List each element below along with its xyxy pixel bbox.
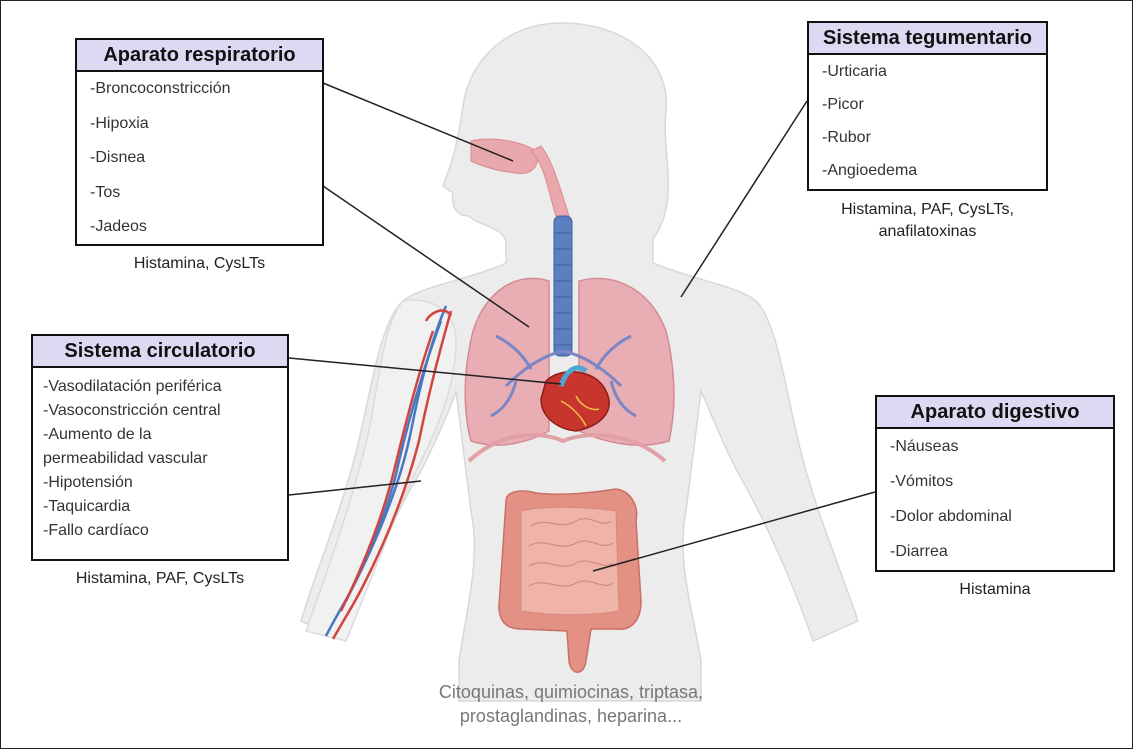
symptom-list: -Náuseas -Vómitos -Dolor abdominal -Diar… [877,429,1113,573]
box-title: Aparato respiratorio [77,40,322,72]
list-item: -Picor [822,96,1036,129]
list-item: -Disnea [90,149,312,184]
mediators-line-2: anafilatoxinas [807,221,1048,243]
list-item: -Tos [90,184,312,219]
list-item: -Jadeos [90,218,312,244]
symptom-list: -Broncoconstricción -Hipoxia -Disnea -To… [77,72,322,248]
list-item: -Fallo cardíaco [43,522,277,546]
list-item: -Broncoconstricción [90,80,312,115]
box-aparato-digestivo: Aparato digestivo -Náuseas -Vómitos -Dol… [875,395,1115,572]
other-mediators-caption: Citoquinas, quimiocinas, triptasa, prost… [381,680,761,728]
list-item: -Angioedema [822,162,1036,188]
box-title: Sistema tegumentario [809,23,1046,55]
mediators-circulatorio: Histamina, PAF, CysLTs [31,568,289,590]
list-item: -Diarrea [890,543,1103,569]
box-title: Sistema circulatorio [33,336,287,368]
mediators-digestivo: Histamina [875,579,1115,601]
list-item: -Taquicardia [43,498,277,522]
symptom-list: -Vasodilatación periférica -Vasoconstric… [33,368,287,550]
list-item: -Vasodilatación periférica [43,378,277,402]
box-title: Aparato digestivo [877,397,1113,429]
list-item: permeabilidad vascular [43,450,277,474]
symptom-list: -Urticaria -Picor -Rubor -Angioedema [809,55,1046,192]
list-item: -Vasoconstricción central [43,402,277,426]
list-item: -Aumento de la [43,426,277,450]
list-item: -Urticaria [822,63,1036,96]
footer-line-2: prostaglandinas, heparina... [381,704,761,728]
mediators-respiratorio: Histamina, CysLTs [75,253,324,275]
footer-line-1: Citoquinas, quimiocinas, triptasa, [381,680,761,704]
mediators-tegumentario: Histamina, PAF, CysLTs, anafilatoxinas [807,199,1048,243]
list-item: -Rubor [822,129,1036,162]
box-sistema-tegumentario: Sistema tegumentario -Urticaria -Picor -… [807,21,1048,191]
list-item: -Dolor abdominal [890,508,1103,543]
list-item: -Vómitos [890,473,1103,508]
list-item: -Náuseas [890,438,1103,473]
trachea [554,216,572,356]
box-aparato-respiratorio: Aparato respiratorio -Broncoconstricción… [75,38,324,246]
connector-tegumentario [681,101,807,297]
box-sistema-circulatorio: Sistema circulatorio -Vasodilatación per… [31,334,289,561]
mediators-line-1: Histamina, PAF, CysLTs, [807,199,1048,221]
list-item: -Hipoxia [90,115,312,150]
list-item: -Hipotensión [43,474,277,498]
